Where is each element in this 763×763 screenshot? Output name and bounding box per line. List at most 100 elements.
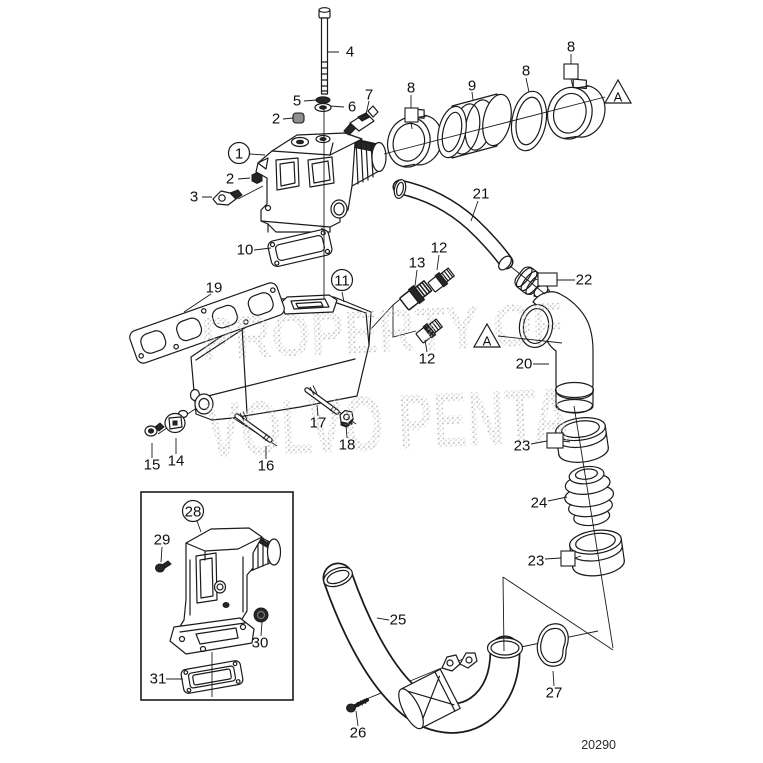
callout-8: 8 bbox=[522, 63, 530, 80]
callout-number: 29 bbox=[154, 532, 171, 549]
part-stud-16 bbox=[234, 411, 273, 443]
callout-number: 15 bbox=[144, 457, 161, 474]
callout-number: 8 bbox=[567, 39, 575, 56]
callout-9: 9 bbox=[468, 78, 476, 95]
callout-30: 30 bbox=[252, 635, 269, 652]
part-clamp-23a bbox=[555, 417, 609, 463]
part-fitting-12b bbox=[415, 318, 443, 344]
callout-25: 25 bbox=[390, 612, 407, 629]
part-bolt-4 bbox=[318, 7, 331, 95]
part-bolt-29 bbox=[155, 560, 172, 573]
leader-lines bbox=[151, 51, 582, 727]
callout-14: 14 bbox=[168, 453, 185, 470]
callout-number: 16 bbox=[258, 458, 275, 475]
callout-number: 31 bbox=[150, 671, 167, 688]
callout-23: 23 bbox=[528, 553, 545, 570]
part-hose-21 bbox=[392, 179, 514, 271]
part-sleeve-9 bbox=[437, 93, 512, 159]
callout-number: 18 bbox=[339, 437, 356, 454]
callout-13: 13 bbox=[409, 255, 426, 272]
view-marker-triangle bbox=[603, 78, 633, 104]
callout-number: 7 bbox=[365, 87, 373, 104]
view-marker-a: A bbox=[472, 322, 502, 349]
part-gasket-19 bbox=[129, 282, 285, 364]
callout-2: 2 bbox=[226, 171, 234, 188]
callout-number: 2 bbox=[272, 111, 280, 128]
callout-circle bbox=[227, 141, 251, 165]
callout-number: 6 bbox=[348, 99, 356, 116]
callout-number: 27 bbox=[546, 685, 563, 702]
part-elbow-20 bbox=[518, 284, 595, 414]
callout-number: 8 bbox=[407, 80, 415, 97]
clamp-symbol-box bbox=[404, 107, 419, 123]
part-fitting-13 bbox=[399, 280, 433, 311]
part-washer-6 bbox=[314, 102, 332, 113]
part-plug-30 bbox=[253, 607, 269, 623]
part-sensor-7 bbox=[343, 105, 379, 136]
callout-number: 23 bbox=[514, 438, 531, 455]
callout-number: 26 bbox=[350, 725, 367, 742]
drawing-number: 20290 bbox=[581, 738, 616, 752]
callout-number: 1 bbox=[235, 146, 243, 163]
clamp-symbol-box bbox=[537, 272, 558, 287]
part-pipe-25 bbox=[322, 562, 524, 734]
callout-2: 2 bbox=[272, 111, 280, 128]
callout-12: 12 bbox=[419, 351, 436, 368]
callout-16: 16 bbox=[258, 458, 275, 475]
callout-number: 3 bbox=[190, 189, 198, 206]
callout-number: 25 bbox=[390, 612, 407, 629]
callout-22: 22 bbox=[576, 272, 593, 289]
callout-number: 21 bbox=[473, 186, 490, 203]
part-washer-15 bbox=[144, 422, 165, 437]
callout-1: 1 bbox=[227, 141, 251, 165]
view-marker-letter: A bbox=[483, 334, 492, 349]
callout-number: 24 bbox=[531, 495, 548, 512]
callout-number: 22 bbox=[576, 272, 593, 289]
callout-8: 8 bbox=[407, 80, 415, 97]
callout-24: 24 bbox=[531, 495, 548, 512]
callout-number: 8 bbox=[522, 63, 530, 80]
part-housing-28 bbox=[169, 527, 282, 655]
part-gasket-27 bbox=[536, 623, 569, 667]
callout-6: 6 bbox=[348, 99, 356, 116]
view-marker-letter: A bbox=[614, 90, 623, 105]
callout-17: 17 bbox=[310, 415, 327, 432]
callout-7: 7 bbox=[365, 87, 373, 104]
callout-19: 19 bbox=[206, 280, 223, 297]
callout-number: 5 bbox=[293, 93, 301, 110]
callout-number: 30 bbox=[252, 635, 269, 652]
part-bellows-24 bbox=[564, 465, 615, 527]
callout-10: 10 bbox=[237, 242, 254, 259]
callout-18: 18 bbox=[339, 437, 356, 454]
part-fitting-3 bbox=[212, 189, 243, 206]
callout-21: 21 bbox=[473, 186, 490, 203]
callout-8: 8 bbox=[567, 39, 575, 56]
callout-number: 2 bbox=[226, 171, 234, 188]
watermark: PROPERTY OF VOLVO PENTA bbox=[200, 290, 572, 475]
callout-circle bbox=[181, 499, 205, 523]
callout-number: 12 bbox=[431, 240, 448, 257]
part-nut-18 bbox=[339, 409, 354, 428]
part-nut-2 bbox=[251, 171, 263, 185]
part-ring-8b bbox=[510, 90, 548, 152]
callout-12: 12 bbox=[431, 240, 448, 257]
callout-5: 5 bbox=[293, 93, 301, 110]
callout-number: 11 bbox=[334, 273, 350, 290]
part-bolt-26 bbox=[346, 698, 369, 713]
part-clamp-8c bbox=[546, 78, 606, 140]
callout-number: 28 bbox=[185, 504, 202, 521]
callout-31: 31 bbox=[150, 671, 167, 688]
callout-number: 14 bbox=[168, 453, 185, 470]
callout-number: 4 bbox=[346, 44, 354, 61]
callout-number: 17 bbox=[310, 415, 327, 432]
clamp-symbol-box bbox=[546, 432, 564, 449]
part-plug-14 bbox=[164, 409, 189, 434]
watermark-line2: VOLVO PENTA bbox=[204, 371, 571, 475]
inset-detail-box bbox=[140, 491, 294, 701]
callout-number: 12 bbox=[419, 351, 436, 368]
clamp-symbol-boxes bbox=[404, 63, 579, 567]
